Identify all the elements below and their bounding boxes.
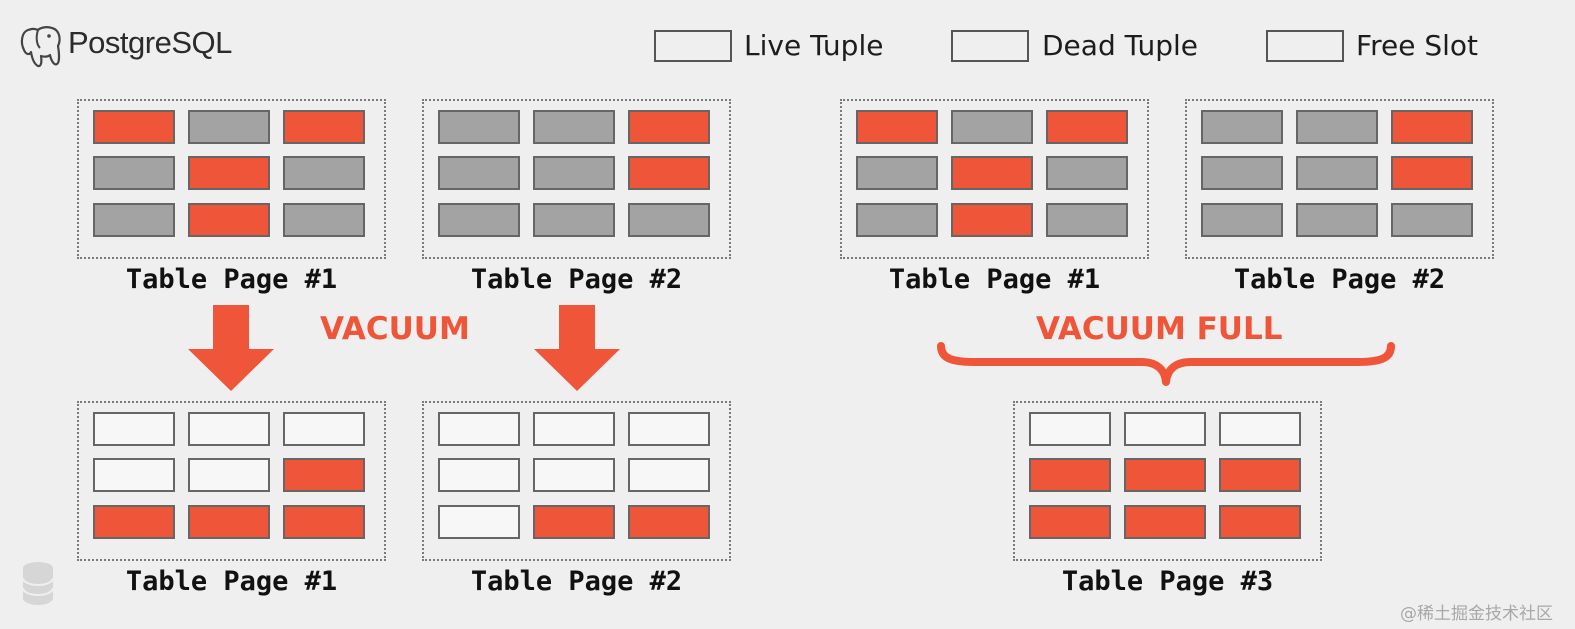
database-icon [22, 562, 54, 605]
page-label: Table Page #2 [470, 264, 683, 295]
table-page-full-before-2 [1185, 99, 1494, 259]
tuple-slot-dead [628, 203, 710, 237]
tuple-slot-free [1029, 412, 1111, 446]
tuple-slot-free [438, 412, 520, 446]
legend-swatch-dead [951, 30, 1029, 62]
tuple-slot-free [188, 412, 270, 446]
down-arrow-icon [534, 305, 620, 391]
legend-label-free: Free Slot [1356, 29, 1478, 62]
tuple-slot-dead [438, 203, 520, 237]
tuple-slot-dead [951, 110, 1033, 144]
table-page-vacuum-before-1 [77, 99, 386, 259]
tuple-slot-live [188, 156, 270, 190]
tuple-slot-dead [1296, 203, 1378, 237]
tuple-slot-free [628, 412, 710, 446]
tuple-slot-live [93, 505, 175, 539]
tuple-slot-dead [1046, 156, 1128, 190]
tuple-slot-dead [856, 156, 938, 190]
tuple-slot-free [438, 505, 520, 539]
tuple-slot-free [438, 458, 520, 492]
page-label: Table Page #2 [470, 566, 683, 597]
table-page-vacuum-after-1 [77, 401, 386, 561]
tuple-slot-dead [1296, 156, 1378, 190]
tuple-slot-free [188, 458, 270, 492]
tuple-slot-dead [283, 156, 365, 190]
tuple-slot-live [1391, 110, 1473, 144]
tuple-slot-dead [1046, 203, 1128, 237]
tuple-slot-dead [533, 110, 615, 144]
tuple-slot-dead [438, 156, 520, 190]
vacuum-full-label: VACUUM FULL [1036, 311, 1283, 347]
brace-icon [937, 342, 1395, 386]
page-label: Table Page #1 [125, 264, 338, 295]
logo [18, 22, 64, 74]
tuple-slot-free [1219, 412, 1301, 446]
tuple-slot-dead [1201, 203, 1283, 237]
tuple-slot-free [628, 458, 710, 492]
tuple-slot-live [951, 156, 1033, 190]
tuple-slot-free [283, 412, 365, 446]
tuple-slot-live [188, 203, 270, 237]
tuple-slot-dead [1296, 110, 1378, 144]
tuple-slot-live [628, 110, 710, 144]
tuple-slot-free [533, 412, 615, 446]
table-page-vacuum-after-2 [422, 401, 731, 561]
legend-swatch-free [1266, 30, 1344, 62]
tuple-slot-live [1124, 505, 1206, 539]
page-label: Table Page #1 [125, 566, 338, 597]
tuple-slot-live [283, 505, 365, 539]
tuple-slot-dead [856, 203, 938, 237]
tuple-slot-live [628, 156, 710, 190]
tuple-slot-free [93, 412, 175, 446]
tuple-slot-live [1046, 110, 1128, 144]
legend-label-dead: Dead Tuple [1042, 29, 1198, 62]
tuple-slot-live [283, 110, 365, 144]
tuple-slot-live [951, 203, 1033, 237]
tuple-slot-live [628, 505, 710, 539]
tuple-slot-dead [1201, 110, 1283, 144]
tuple-slot-live [1124, 458, 1206, 492]
tuple-slot-free [533, 458, 615, 492]
tuple-slot-live [1219, 458, 1301, 492]
tuple-slot-dead [93, 203, 175, 237]
table-page-vacuum-before-2 [422, 99, 731, 259]
tuple-slot-live [1391, 156, 1473, 190]
tuple-slot-live [93, 110, 175, 144]
tuple-slot-free [1124, 412, 1206, 446]
page-label: Table Page #3 [1061, 566, 1274, 597]
tuple-slot-dead [1391, 203, 1473, 237]
elephant-logo-icon [20, 26, 61, 68]
tuple-slot-live [1029, 505, 1111, 539]
legend-label-live: Live Tuple [744, 29, 884, 62]
tuple-slot-dead [188, 110, 270, 144]
tuple-slot-dead [533, 203, 615, 237]
tuple-slot-dead [283, 203, 365, 237]
tuple-slot-free [93, 458, 175, 492]
down-arrow-icon [188, 305, 274, 391]
logo-text: PostgreSQL [68, 25, 232, 60]
table-page-full-after-3 [1013, 401, 1322, 561]
page-label: Table Page #1 [888, 264, 1101, 295]
table-page-full-before-1 [840, 99, 1149, 259]
tuple-slot-live [856, 110, 938, 144]
tuple-slot-live [1029, 458, 1111, 492]
tuple-slot-dead [533, 156, 615, 190]
page-label: Table Page #2 [1233, 264, 1446, 295]
tuple-slot-live [533, 505, 615, 539]
tuple-slot-dead [93, 156, 175, 190]
tuple-slot-live [1219, 505, 1301, 539]
watermark: @稀土掘金技术社区 [1400, 604, 1553, 624]
tuple-slot-live [283, 458, 365, 492]
tuple-slot-dead [438, 110, 520, 144]
legend-swatch-live [654, 30, 732, 62]
tuple-slot-dead [1201, 156, 1283, 190]
vacuum-label: VACUUM [320, 311, 470, 347]
tuple-slot-live [188, 505, 270, 539]
